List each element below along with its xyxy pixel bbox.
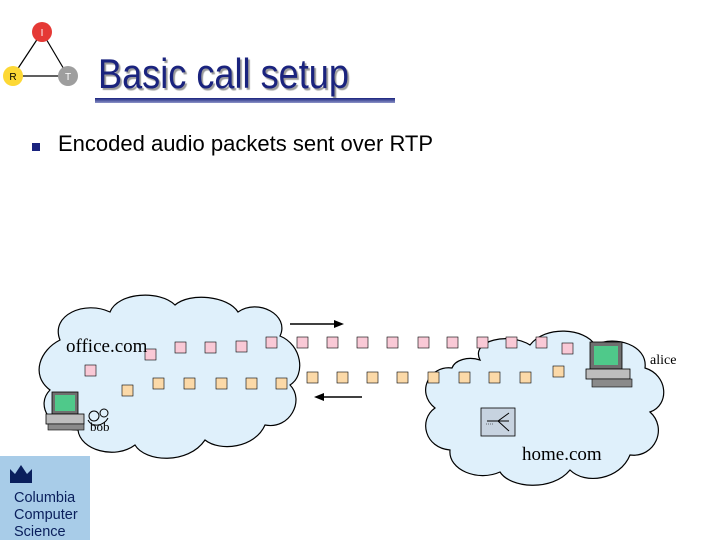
cloud-office-label: office.com [66,336,148,357]
arrow-outbound [290,320,344,328]
packet [144,348,157,361]
packet [152,377,165,390]
packet [458,371,471,384]
packet-row-top [144,336,574,361]
packet [535,336,548,349]
packet [296,336,309,349]
packet [488,371,501,384]
host-alice-label: alice [650,353,677,368]
computer-icon-alice [585,341,633,388]
packet [561,342,574,355]
packet [235,340,248,353]
institution-line-2: Computer [14,507,78,523]
cloud-home-label: home.com [522,444,602,465]
packet [275,377,288,390]
node-t [58,66,78,86]
packet [396,371,409,384]
institution-line-3: Science [14,524,66,540]
packet [265,336,278,349]
packet [174,341,187,354]
packet [356,336,369,349]
packet [446,336,459,349]
packet [336,371,349,384]
node-r [3,66,23,86]
packet-row-bottom [84,364,565,397]
institution-line-1: Columbia [14,490,76,506]
title-underline [95,98,395,103]
logo-triangle: I R T [3,22,78,86]
phone-icon-bob [87,408,109,426]
packet [326,336,339,349]
cloud-office [38,294,301,459]
node-i [32,22,52,42]
packet [476,336,489,349]
packet [386,336,399,349]
packet [204,341,217,354]
node-r-label: R [9,72,16,83]
bullet-text: Encoded audio packets sent over RTP [58,131,434,156]
router-icon [480,407,516,437]
institution-logo: Columbia Computer Science [0,456,90,540]
packet [427,371,440,384]
computer-icon-bob [45,391,85,431]
crown-icon [10,465,32,483]
packet [519,371,532,384]
packet [306,371,319,384]
packet [245,377,258,390]
packet [417,336,430,349]
packet [183,377,196,390]
node-i-label: I [41,28,44,39]
packet [552,365,565,378]
arrow-inbound [314,393,362,401]
bullet-marker [32,143,40,151]
packet [121,384,134,397]
packet [215,377,228,390]
node-t-label: T [65,72,71,83]
packet [505,336,518,349]
host-bob-label: bob [90,419,110,434]
page-title: Basic call setup [98,50,349,97]
packet [84,364,97,377]
packet [366,371,379,384]
